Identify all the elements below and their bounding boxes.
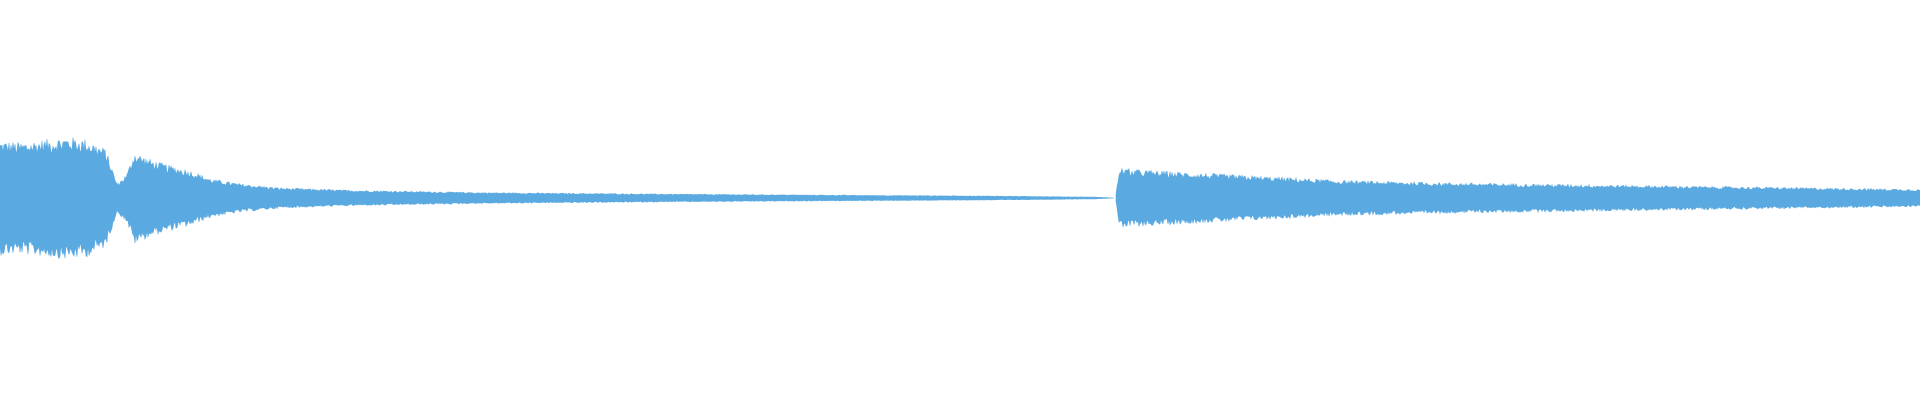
waveform-segment-2 bbox=[1115, 167, 1920, 228]
waveform-group bbox=[0, 137, 1920, 260]
waveform-segment-1 bbox=[0, 137, 1114, 260]
